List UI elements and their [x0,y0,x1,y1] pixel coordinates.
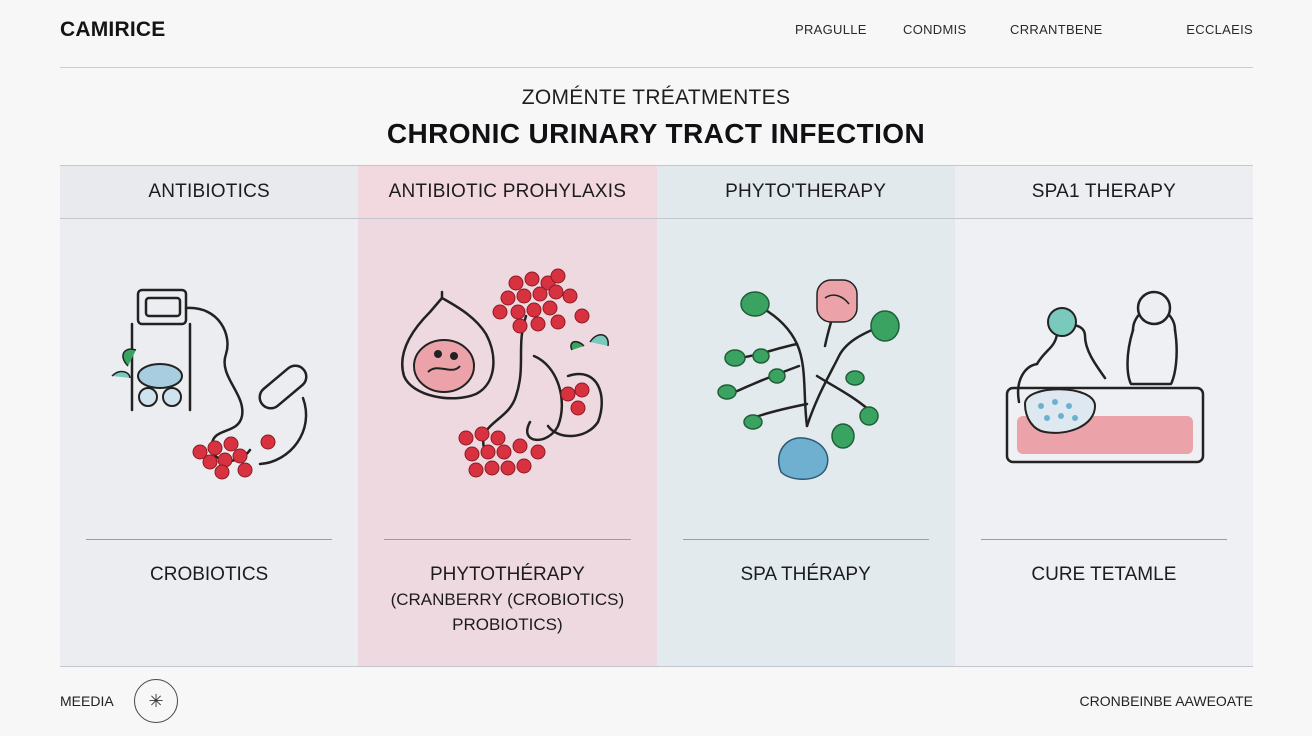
asterisk-icon[interactable]: ✳ [134,679,178,723]
hero-title: CHRONIC URINARY TRACT INFECTION [386,118,926,149]
nav-link-1[interactable]: PRAGULLE [795,22,867,37]
column-footer-title: SPA THÉRAPY [740,564,871,585]
column-divider [682,539,929,540]
nav-link-2[interactable]: CONDMIS [903,22,967,37]
column-divider [384,539,631,540]
column-footer: PHYTOTHÉRAPY (CRANBERRY (CROBIOTICS) PRO… [358,562,656,637]
column-divider [980,539,1227,540]
nav-link-4[interactable]: ECCLAEIS [1186,22,1253,37]
column-footer-title: CURE TETAMLE [1031,564,1177,585]
brand-logo[interactable]: CAMIRICE [60,18,166,41]
column-footer: CROBIOTICS [60,562,358,587]
treatment-column-spa: SPA1 THERAPY [954,166,1253,666]
column-divider [86,539,333,540]
treatment-column-phytotherapy: PHYTO'THERAPY [656,166,955,666]
column-heading: PHYTO'THERAPY [656,166,955,219]
inhaler-tube-berries-icon [60,226,358,526]
column-footer-line: PROBIOTICS) [452,615,563,634]
bladder-cranberry-icon [358,226,656,526]
column-heading: ANTIBIOTICS [60,166,359,219]
column-footer-line: (CRANBERRY (CROBIOTICS) [390,590,625,609]
footer-right-label[interactable]: CRONBEINBE AAWEOATE [1079,693,1253,709]
hero-subtitle: ZOMÉNTE TRÉATMENTES [521,86,791,109]
hero: ZOMÉNTE TRÉATMENTES CHRONIC URINARY TRAC… [0,86,1312,150]
column-footer-title: CROBIOTICS [150,564,269,585]
treatment-grid: ANTIBIOTICS [60,165,1253,667]
column-heading: SPA1 THERAPY [954,166,1253,219]
spa-bath-icon [955,226,1253,526]
column-footer: CURE TETAMLE [955,562,1253,587]
treatment-column-antibiotics: ANTIBIOTICS [60,166,359,666]
treatment-column-prophylaxis: ANTIBIOTIC PROHYLAXIS [358,166,657,666]
column-footer-title: PHYTOTHÉRAPY [429,564,585,585]
column-footer: SPA THÉRAPY [657,562,955,587]
top-header: CAMIRICE PRAGULLE CONDMIS CRRANTBENE ECC… [60,0,1253,68]
footer-media-label[interactable]: MEEDIA [60,693,114,709]
column-heading: ANTIBIOTIC PROHYLAXIS [358,166,657,219]
nav-link-3[interactable]: CRRANTBENE [1010,22,1103,37]
herbal-branch-icon [657,226,955,526]
